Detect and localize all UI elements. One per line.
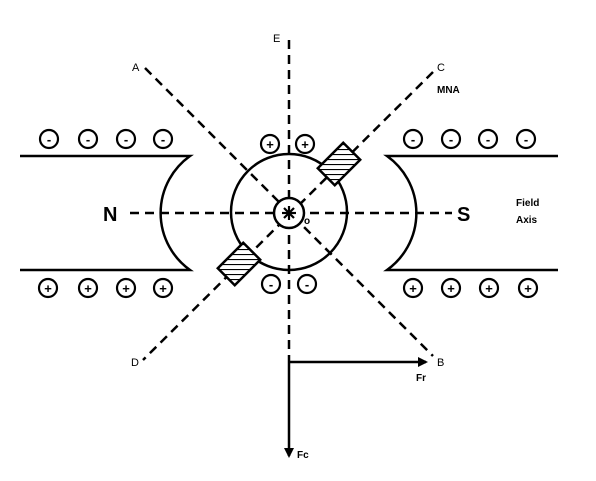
field-conductor: + [478,277,500,299]
south-pole-label: S [457,204,470,226]
svg-text:-: - [524,132,528,147]
field-axis-label-line1: Field [516,198,539,209]
svg-text:-: - [124,132,128,147]
armature-conductor: - [296,273,318,295]
svg-text:+: + [301,137,309,152]
shaft-star-icon [282,206,296,220]
svg-text:-: - [486,132,490,147]
armature-conductor: + [259,133,281,155]
field-conductor: + [440,277,462,299]
field-conductor: + [152,277,174,299]
svg-text:-: - [449,132,453,147]
field-conductor: - [38,128,60,150]
svg-text:+: + [266,137,274,152]
axis-label-E: E [273,33,280,45]
svg-text:+: + [409,281,417,296]
svg-text:-: - [269,277,273,292]
svg-text:-: - [161,132,165,147]
svg-text:+: + [159,281,167,296]
field-conductor: + [115,277,137,299]
field-axis-label-line2: Axis [516,215,538,226]
force-label-fr: Fr [416,373,426,384]
axis-label-C: C [437,62,445,74]
field-conductor: - [402,128,424,150]
armature-conductor: - [260,273,282,295]
svg-text:+: + [44,281,52,296]
field-conductor: + [37,277,59,299]
svg-text:+: + [84,281,92,296]
svg-text:+: + [447,281,455,296]
brush-lower-left [216,241,262,287]
axis-line-C-D [142,71,434,361]
field-conductor: + [77,277,99,299]
north-pole-label: N [103,204,117,226]
svg-text:-: - [47,132,51,147]
svg-text:+: + [122,281,130,296]
svg-text:+: + [524,281,532,296]
field-conductor: - [477,128,499,150]
field-conductor: + [402,277,424,299]
south-pole-piece [383,154,558,272]
svg-text:-: - [411,132,415,147]
force-label-fc: Fc [297,450,309,461]
field-conductor: - [152,128,174,150]
mna-label: MNA [437,85,460,96]
field-conductor: + [517,277,539,299]
axis-label-A: A [132,62,140,74]
field-conductor: - [440,128,462,150]
axis-label-D: D [131,357,139,369]
field-conductor: - [115,128,137,150]
axis-label-B: B [437,357,444,369]
armature-conductor: + [294,133,316,155]
svg-text:-: - [86,132,90,147]
svg-text:+: + [485,281,493,296]
brush-upper-right [316,141,362,187]
svg-text:-: - [305,277,309,292]
center-label: o [304,216,310,227]
field-conductor: - [77,128,99,150]
field-conductor: - [515,128,537,150]
